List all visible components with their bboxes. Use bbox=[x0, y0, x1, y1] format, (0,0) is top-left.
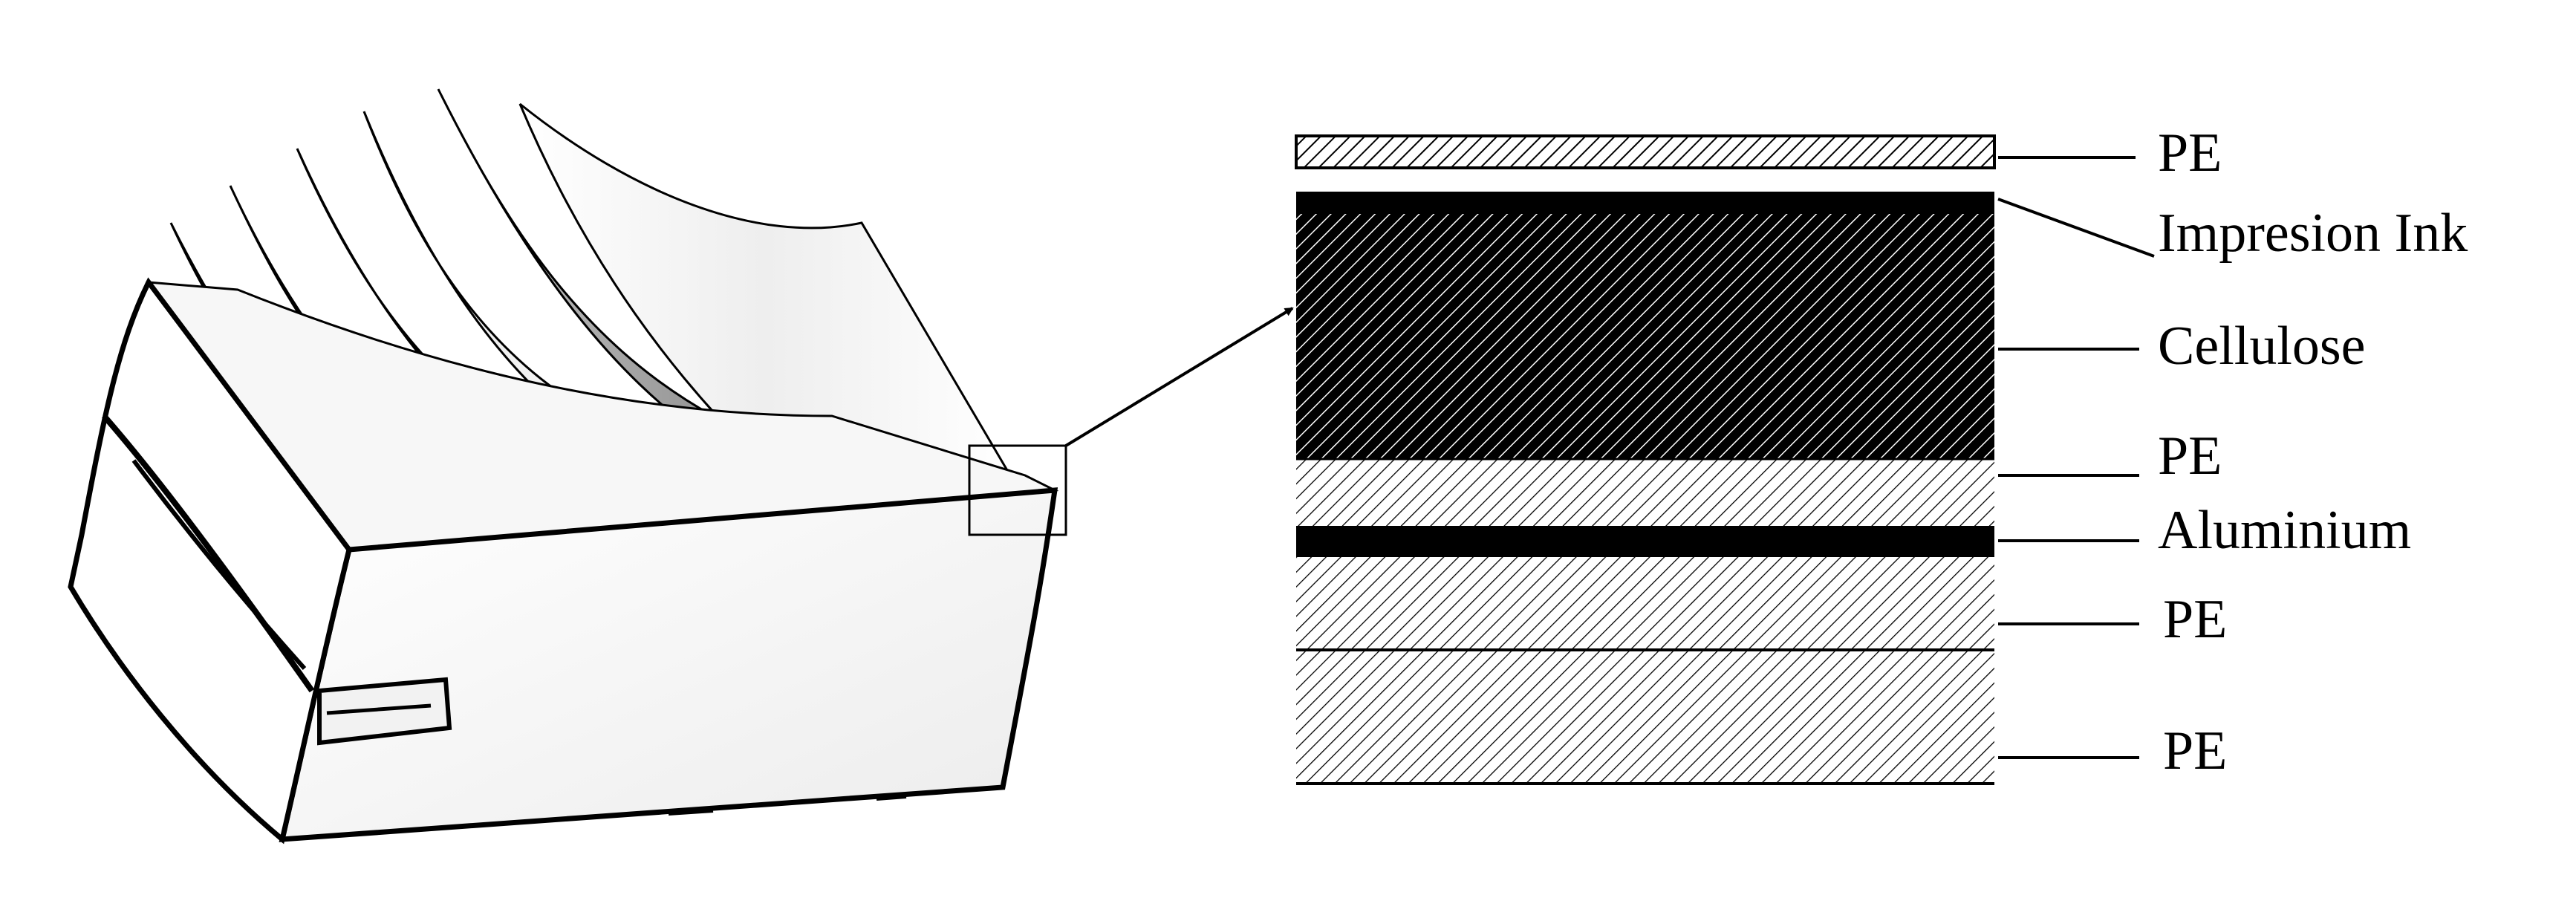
layer-pe-top-band bbox=[1295, 134, 1996, 169]
layer-pe-3-band bbox=[1296, 557, 1994, 650]
label-pe-2: PE bbox=[2158, 426, 2222, 487]
layer-cellulose-band bbox=[1296, 214, 1994, 459]
carton-top-edge bbox=[146, 281, 1056, 553]
carton-seam-inner bbox=[131, 459, 307, 671]
zoom-region-box bbox=[968, 444, 1067, 536]
label-aluminium: Aluminium bbox=[2158, 500, 2411, 561]
layer-pe-2-band bbox=[1296, 459, 1994, 526]
carton-tab-line bbox=[326, 703, 432, 715]
leader-ink bbox=[1997, 198, 2155, 258]
carton-bottom-mark-1 bbox=[668, 808, 714, 816]
layer-pe-bottom-band bbox=[1296, 650, 1994, 784]
layer-aluminium-band bbox=[1296, 526, 1994, 557]
label-pe-bottom: PE bbox=[2163, 720, 2227, 781]
carton-seam bbox=[101, 414, 315, 693]
carton-bottom-mark-2 bbox=[876, 794, 907, 801]
carton-illustration bbox=[68, 88, 1294, 845]
label-cellulose: Cellulose bbox=[2158, 316, 2366, 377]
zoom-arrow bbox=[1064, 307, 1294, 447]
layer-ink-band bbox=[1296, 192, 1994, 214]
label-pe-top: PE bbox=[2158, 123, 2222, 183]
carton-top-face bbox=[146, 281, 1059, 551]
label-pe-3: PE bbox=[2163, 589, 2227, 650]
cross-section: PE Impresion Ink Cellulose PE Aluminium … bbox=[1295, 123, 2468, 785]
carton-tab bbox=[317, 677, 452, 746]
label-impresion-ink: Impresion Ink bbox=[2158, 203, 2468, 264]
